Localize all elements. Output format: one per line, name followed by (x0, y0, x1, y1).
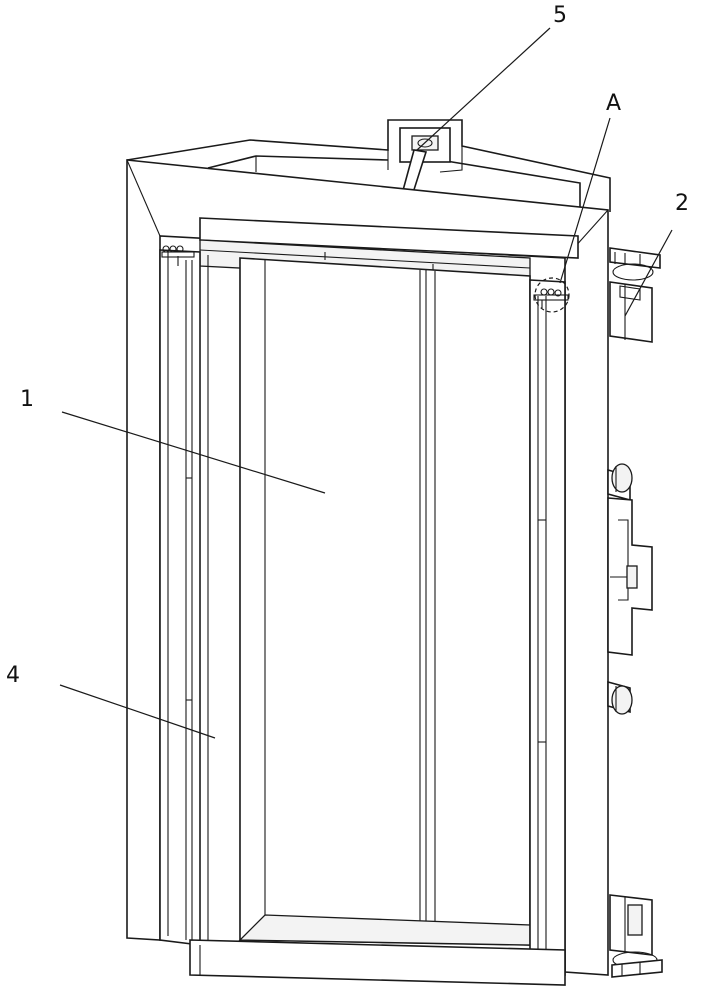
label-a: A (606, 91, 621, 116)
side-mechanism (608, 248, 662, 977)
top-linkage (400, 128, 450, 196)
right-jamb (530, 280, 565, 975)
label-1: 1 (20, 387, 34, 412)
label-4: 4 (6, 663, 20, 688)
left-jamb (160, 250, 240, 945)
label-2: 2 (675, 191, 689, 216)
door-leaves (240, 258, 530, 945)
label-5: 5 (553, 3, 567, 28)
bottom-sill (190, 940, 565, 985)
